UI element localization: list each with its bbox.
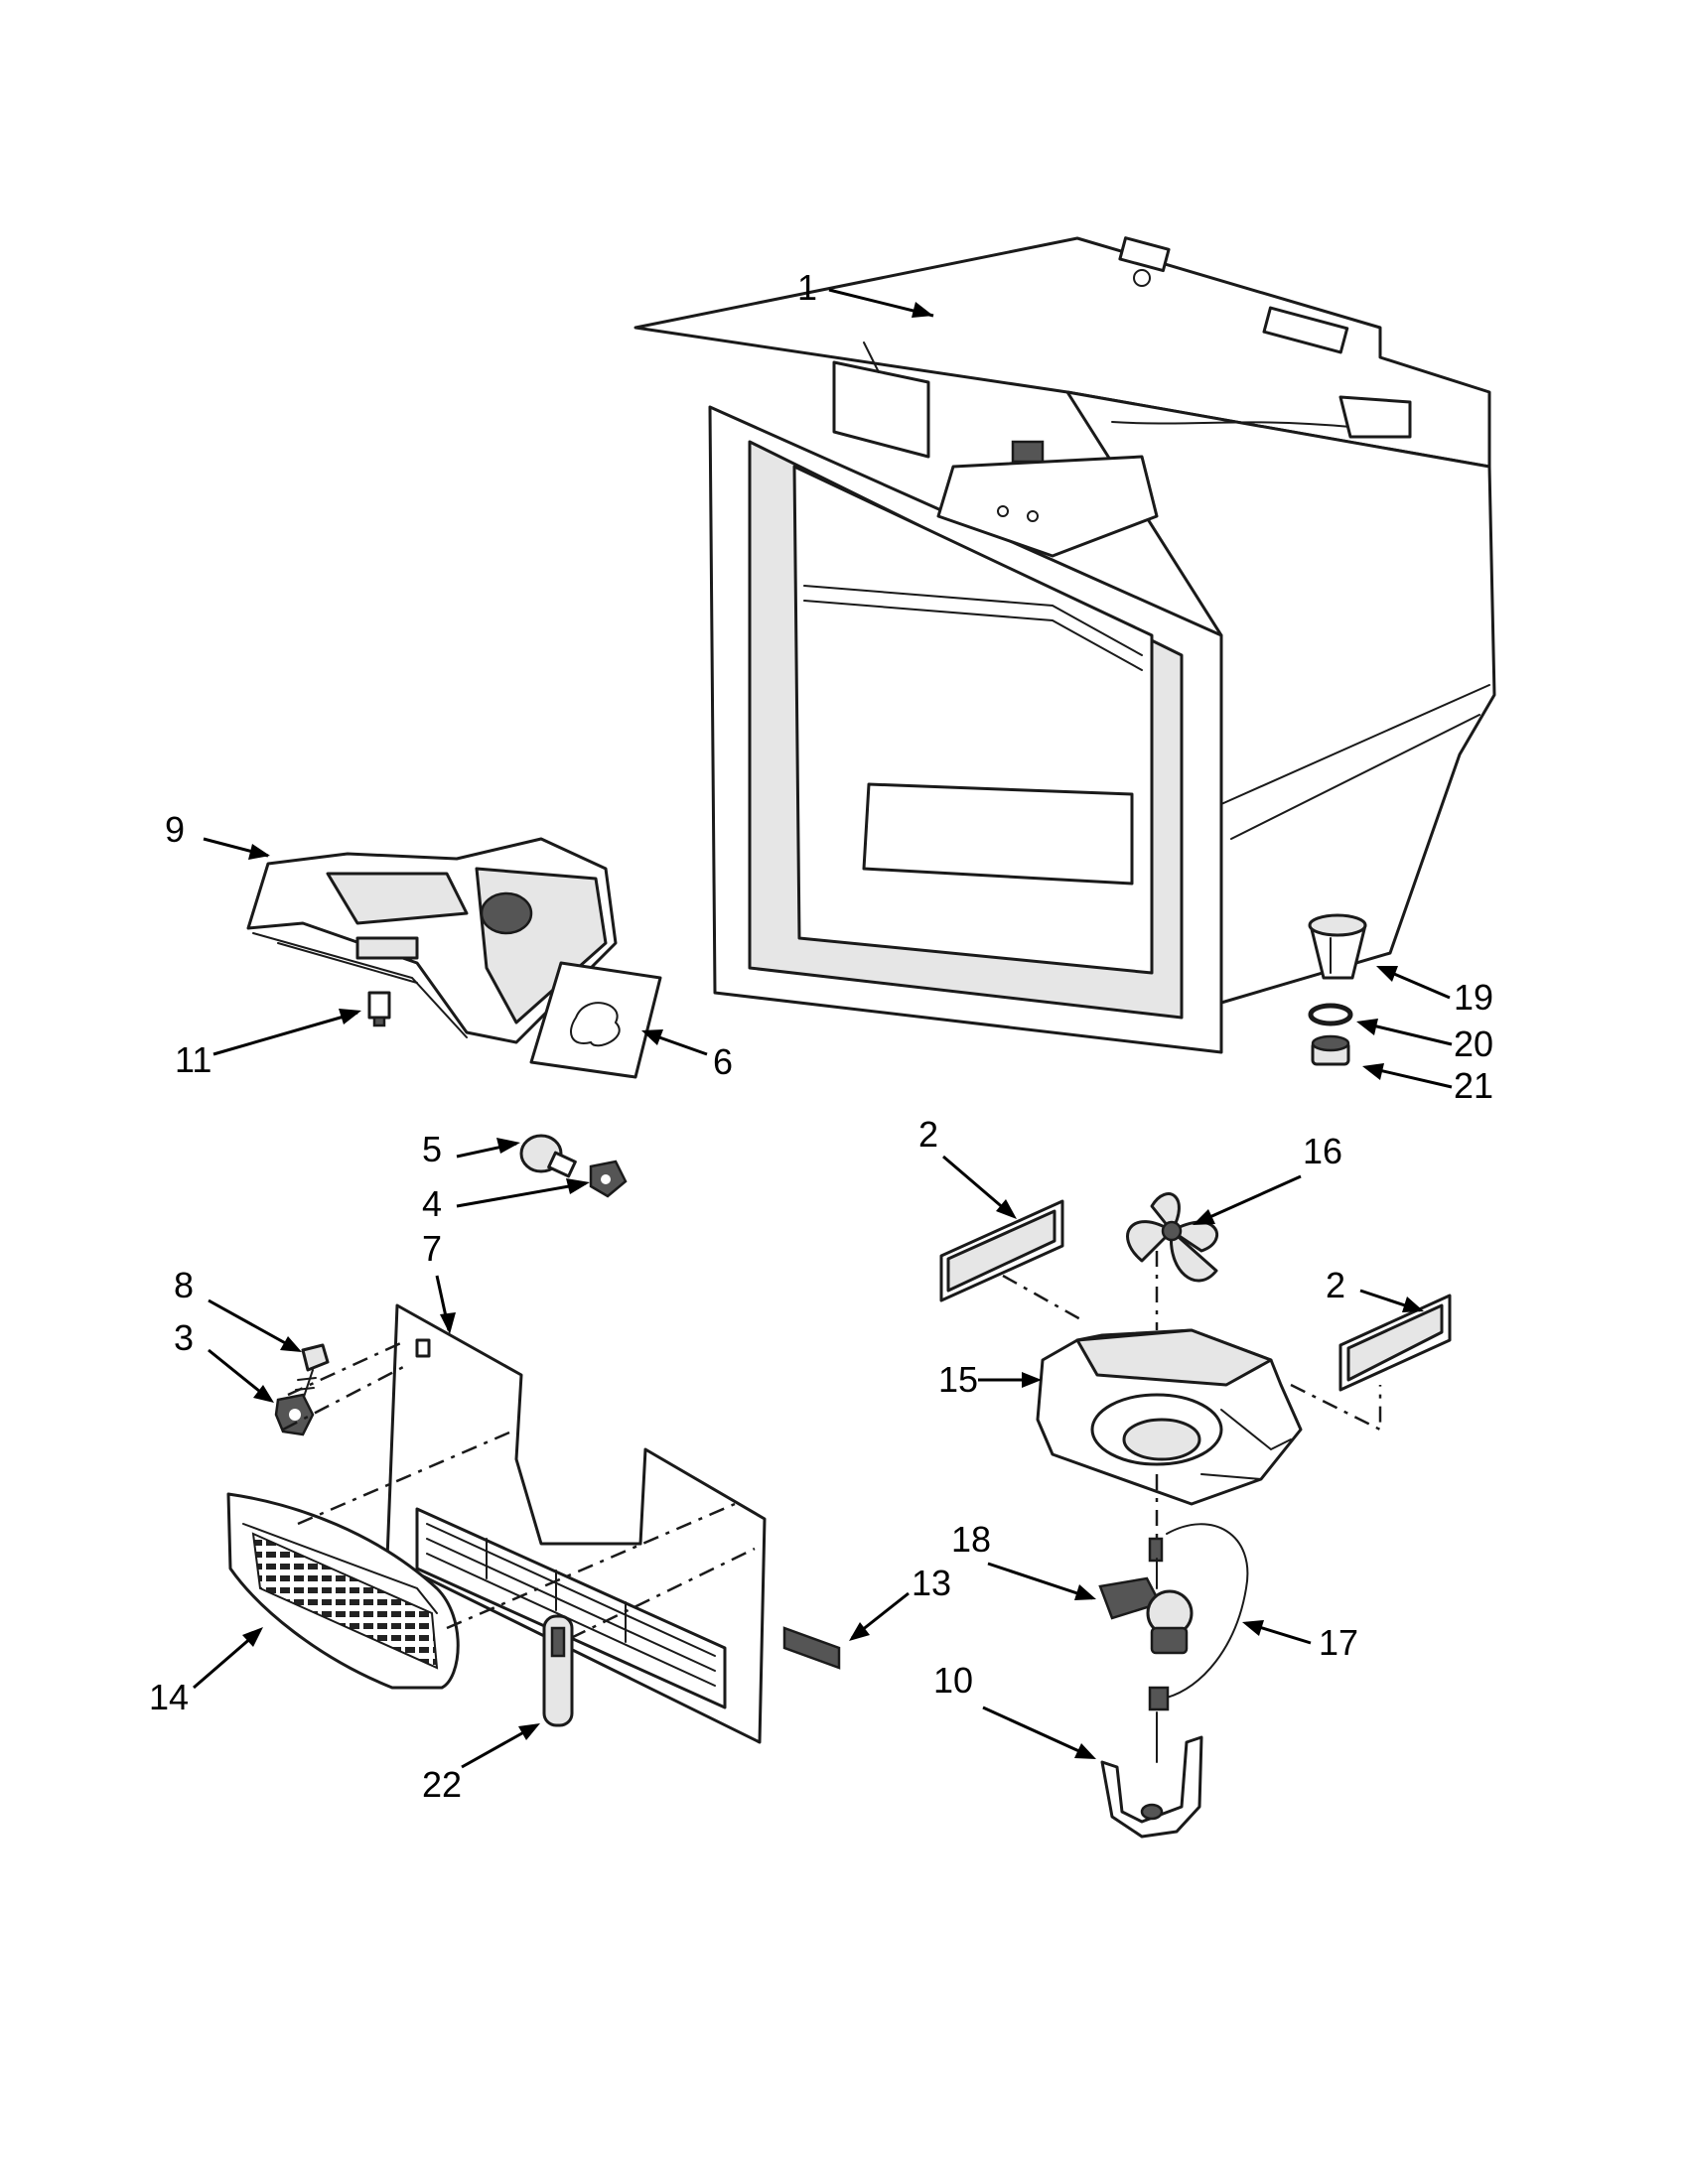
leader-13 <box>849 1591 910 1641</box>
fan-motor-part-18 <box>1098 1537 1194 1655</box>
leader-16 <box>1193 1174 1302 1225</box>
leader-9 <box>203 837 270 860</box>
callout-3: 3 <box>174 1317 194 1358</box>
leader-17 <box>1242 1620 1312 1645</box>
fan-blade-part-16 <box>1126 1192 1219 1283</box>
leader-20 <box>1356 1019 1453 1046</box>
freezer-liner-part-1 <box>633 236 1496 1054</box>
leader-14 <box>193 1627 263 1690</box>
callout-10: 10 <box>933 1660 973 1701</box>
leader-19 <box>1376 966 1451 1000</box>
grommet-part-21 <box>1311 1034 1350 1066</box>
callout-2-right: 2 <box>1326 1265 1345 1305</box>
air-duct-panel-part-7 <box>385 1303 767 1744</box>
callout-8: 8 <box>174 1265 194 1305</box>
lamp-bulb-part-5 <box>519 1134 577 1178</box>
leader-2-left <box>942 1155 1017 1219</box>
foam-pad-part-2-left <box>939 1199 1064 1302</box>
leader-5 <box>456 1138 520 1159</box>
foam-pad-part-2-right <box>1338 1294 1452 1392</box>
leader-7 <box>435 1275 456 1334</box>
callout-11: 11 <box>175 1039 211 1080</box>
bushing-part-19 <box>1308 913 1367 980</box>
gasket-part-6 <box>529 961 662 1079</box>
leader-10 <box>982 1706 1096 1759</box>
callout-18: 18 <box>951 1519 991 1560</box>
callout-1: 1 <box>797 267 817 308</box>
leader-22 <box>461 1723 540 1769</box>
callout-13: 13 <box>912 1563 951 1603</box>
leader-2-right <box>1359 1289 1424 1312</box>
callout-15: 15 <box>938 1359 978 1400</box>
callout-14: 14 <box>149 1677 189 1717</box>
callout-9: 9 <box>165 809 185 850</box>
o-ring-part-20 <box>1308 1003 1353 1026</box>
leader-1 <box>828 288 934 318</box>
ice-chute-housing-part-9 <box>246 837 618 1044</box>
leader-11 <box>212 1009 361 1056</box>
callout-5: 5 <box>422 1129 442 1169</box>
callout-17: 17 <box>1319 1622 1358 1663</box>
motor-bracket-part-10 <box>1100 1711 1203 1839</box>
grille-part-14 <box>226 1492 460 1690</box>
callout-6: 6 <box>713 1041 733 1082</box>
callout-20: 20 <box>1454 1024 1493 1064</box>
wire-harness-part-17 <box>1148 1523 1249 1711</box>
clip-part-3 <box>274 1393 315 1436</box>
callout-19: 19 <box>1454 977 1493 1018</box>
leader-15 <box>978 1372 1042 1388</box>
thermistor-part-22 <box>542 1614 574 1727</box>
lamp-socket-part-4 <box>589 1160 628 1198</box>
foam-strip-part-13 <box>782 1626 841 1670</box>
switch-part-11 <box>367 991 391 1027</box>
callout-4: 4 <box>422 1183 442 1224</box>
callout-7: 7 <box>422 1228 442 1269</box>
callout-16: 16 <box>1303 1131 1342 1171</box>
callout-2-left: 2 <box>918 1114 938 1155</box>
callout-22: 22 <box>422 1764 462 1805</box>
assembly-dashed-lines <box>282 1251 1382 1640</box>
leader-3 <box>208 1348 274 1403</box>
screw-part-8 <box>295 1343 330 1401</box>
leader-8 <box>208 1298 302 1352</box>
callout-21: 21 <box>1454 1065 1493 1106</box>
fan-shroud-part-15 <box>1036 1328 1303 1506</box>
leader-18 <box>987 1562 1096 1600</box>
leader-21 <box>1362 1063 1453 1089</box>
leader-6 <box>641 1029 708 1056</box>
leader-4 <box>456 1178 590 1208</box>
